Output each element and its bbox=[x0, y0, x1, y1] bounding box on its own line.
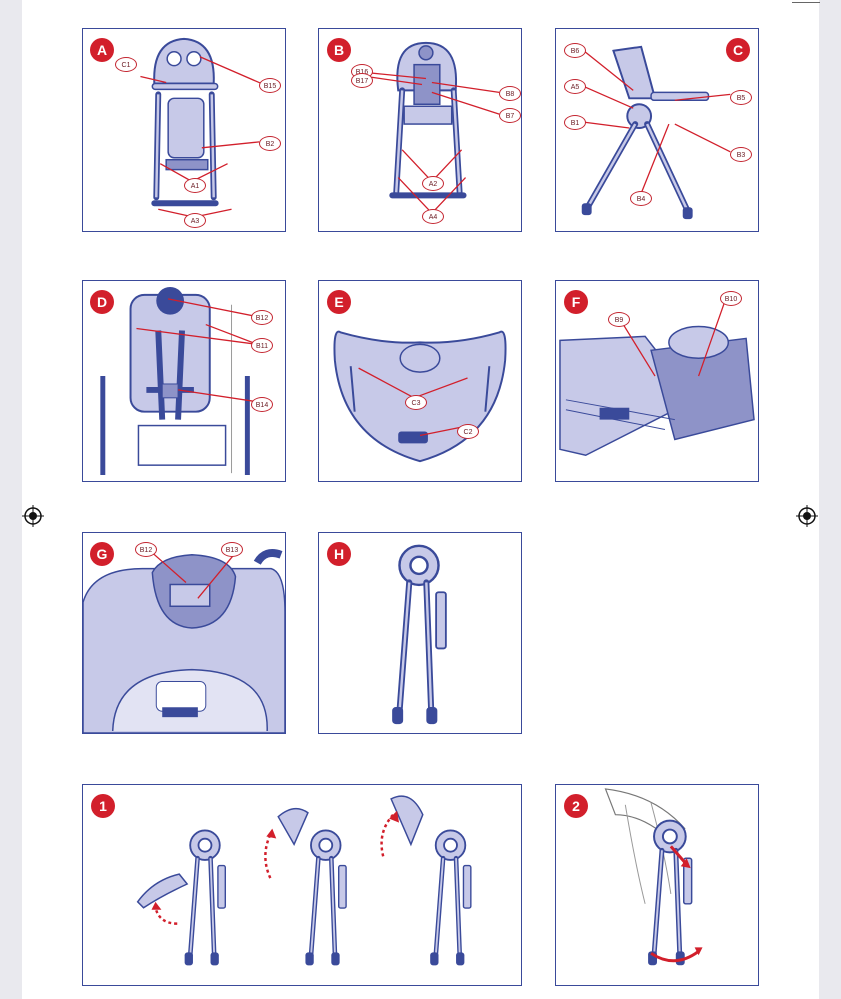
part-label-b14: B14 bbox=[251, 397, 273, 412]
part-label-c2: C2 bbox=[457, 424, 479, 439]
part-label-b15: B15 bbox=[259, 78, 281, 93]
panel-badge: A bbox=[90, 38, 114, 62]
part-label-b7: B7 bbox=[499, 108, 521, 123]
highchair-side-illustration bbox=[581, 45, 731, 220]
panel-badge: F bbox=[564, 290, 588, 314]
harness-illustration bbox=[100, 286, 258, 476]
seat-mechanism-illustration bbox=[559, 302, 755, 457]
panel-badge: E bbox=[327, 290, 351, 314]
crosshair-icon bbox=[22, 505, 44, 527]
part-label-b9: B9 bbox=[608, 312, 630, 327]
part-label-b13: B13 bbox=[221, 542, 243, 557]
crosshair-icon bbox=[796, 505, 818, 527]
curved-arrow-icon bbox=[154, 813, 395, 925]
step-badge: 1 bbox=[91, 794, 115, 818]
part-label-b6: B6 bbox=[564, 43, 586, 58]
panel-badge: B bbox=[327, 38, 351, 62]
panel-d: D B12 B11 B14 bbox=[82, 280, 286, 482]
folded-highchair-illustration bbox=[319, 533, 521, 733]
part-label-c1: C1 bbox=[115, 57, 137, 72]
part-label-b12: B12 bbox=[251, 310, 273, 325]
part-label-b12: B12 bbox=[135, 542, 157, 557]
part-label-b4: B4 bbox=[630, 191, 652, 206]
backrest-detail-illustration bbox=[83, 549, 285, 733]
panel-badge: G bbox=[90, 542, 114, 566]
panel-g: G B12 B13 bbox=[82, 532, 286, 734]
folding-sequence-illustration bbox=[136, 795, 521, 985]
part-label-a2: A2 bbox=[422, 176, 444, 191]
highchair-back-illustration bbox=[366, 41, 500, 215]
panel-badge: C bbox=[726, 38, 750, 62]
crop-mark bbox=[792, 2, 820, 3]
part-label-b3: B3 bbox=[730, 147, 752, 162]
tray-underside-illustration bbox=[333, 330, 507, 463]
part-label-c3: C3 bbox=[405, 395, 427, 410]
panel-step-1: 1 bbox=[82, 784, 522, 986]
part-label-a3: A3 bbox=[184, 213, 206, 228]
panel-c: C B6 A5 B1 B5 B3 B4 bbox=[555, 28, 759, 232]
part-label-b10: B10 bbox=[720, 291, 742, 306]
carrying-illustration bbox=[604, 788, 703, 985]
part-label-a5: A5 bbox=[564, 79, 586, 94]
part-label-b17: B17 bbox=[351, 73, 373, 88]
part-label-b11: B11 bbox=[251, 338, 273, 353]
part-label-a4: A4 bbox=[422, 209, 444, 224]
instruction-page: A C1 B15 B2 A1 A3 B B16 B17 B8 B7 A2 A4 bbox=[22, 0, 820, 999]
part-label-b5: B5 bbox=[730, 90, 752, 105]
part-label-b8: B8 bbox=[499, 86, 521, 101]
step-badge: 2 bbox=[564, 794, 588, 818]
part-label-a1: A1 bbox=[184, 178, 206, 193]
panel-a: A C1 B15 B2 A1 A3 bbox=[82, 28, 286, 232]
part-label-b2: B2 bbox=[259, 136, 281, 151]
panel-h: H bbox=[318, 532, 522, 734]
panel-e: E C3 C2 bbox=[318, 280, 522, 482]
panel-badge: H bbox=[327, 542, 351, 566]
panel-b: B B16 B17 B8 B7 A2 A4 bbox=[318, 28, 522, 232]
highchair-front-illustration bbox=[140, 37, 262, 218]
panel-badge: D bbox=[90, 290, 114, 314]
part-label-b1: B1 bbox=[564, 115, 586, 130]
panel-f: F B9 B10 bbox=[555, 280, 759, 482]
panel-step-2: 2 bbox=[555, 784, 759, 986]
